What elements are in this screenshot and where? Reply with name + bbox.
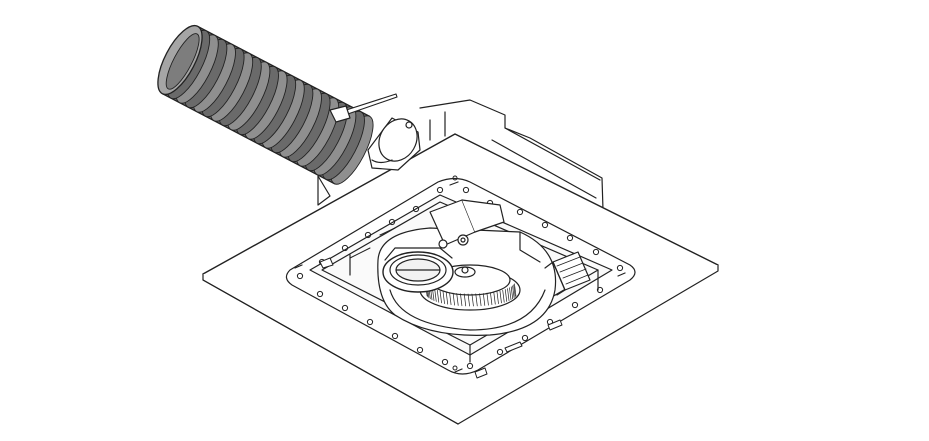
flexible-duct-icon xyxy=(157,24,374,185)
motor-bracket xyxy=(429,199,505,249)
damper-collar-icon xyxy=(382,247,454,293)
frame-details xyxy=(319,227,563,379)
duct-connector xyxy=(367,117,421,171)
fan-housing xyxy=(317,99,604,211)
terminal-block-icon xyxy=(544,251,591,296)
cable-tie-icon xyxy=(329,93,398,123)
